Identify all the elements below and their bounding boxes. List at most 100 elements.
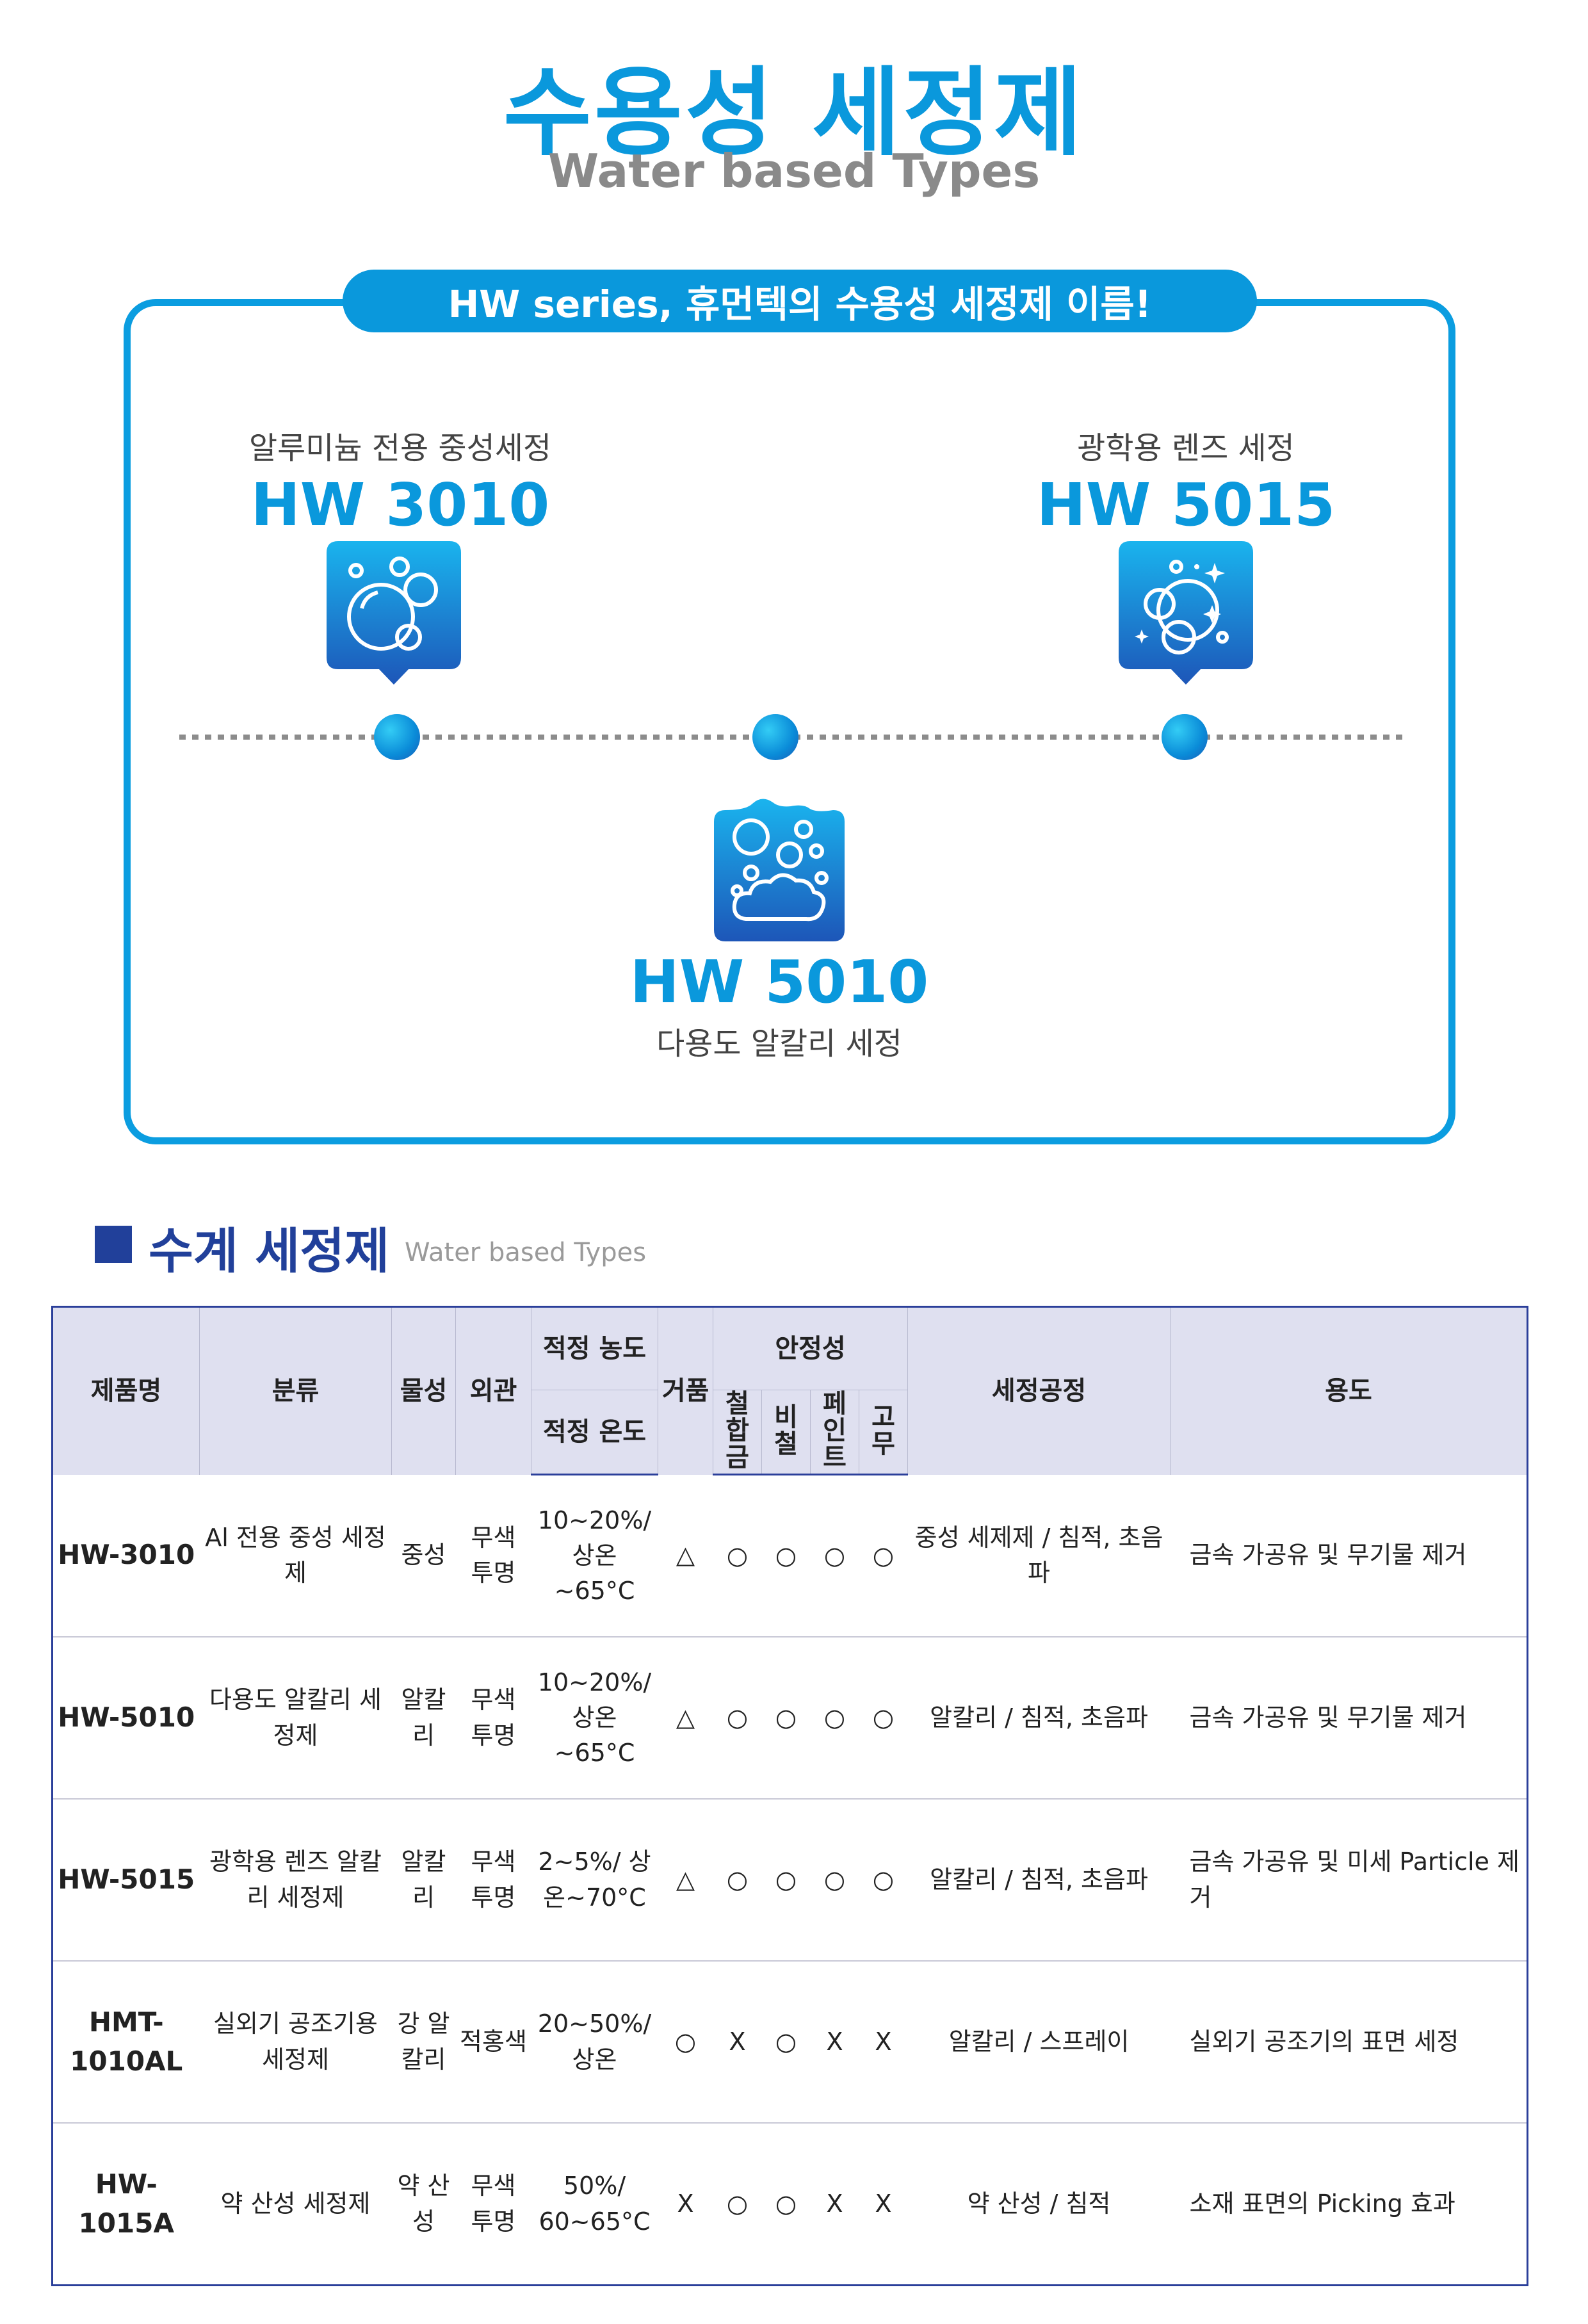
cell-safety-nonferrous: ○ [761,1637,811,1800]
header-safety-ferrous-label: 철합금 [725,1389,749,1472]
cell-safety-paint: ○ [810,1799,859,1962]
header-safety-nonferrous-label: 비철 [774,1402,798,1459]
cell-foam: △ [658,1637,713,1800]
table-header-row: 제품명 분류 물성 외관 적정 농도 거품 안정성 세정공정 용도 [52,1306,1528,1475]
cell-safety-ferrous: X [713,1961,762,2124]
cell-name: HW-3010 [52,1474,200,1637]
cell-usage: 금속 가공유 및 무기물 제거 [1170,1637,1528,1800]
cell-safety-ferrous: ○ [713,1637,762,1800]
header-safety: 안정성 [712,1306,909,1390]
cell-name: HW-5010 [52,1637,200,1800]
header-category: 분류 [199,1306,392,1475]
product-name-hw5010: HW 5010 [629,948,929,1016]
cell-property: 알칼리 [391,1799,456,1962]
page-title: 수용성 세정제 [503,58,1085,169]
timeline-dot [752,714,798,760]
cell-category: 실외기 공조기용 세정제 [199,1961,392,2124]
header-safety-paint-label: 페인트 [823,1389,847,1472]
header-property: 물성 [391,1306,456,1475]
header-usage: 용도 [1170,1306,1528,1475]
cell-safety-paint: ○ [810,1637,859,1800]
table-subheader-row: 적정 온도 철합금 비철 페인트 고무 [53,1390,1528,1475]
table-row: HW-3010 Al 전용 중성 세정제 중성 무색 투명 10~20%/ 상온… [52,1474,1528,1637]
cell-appearance: 무색 투명 [471,2172,516,2236]
cell-foam: ○ [658,1961,713,2124]
cell-property: 강 알칼리 [391,1961,456,2124]
product-desc-hw5015: 광학용 렌즈 세정 [1077,430,1295,466]
cell-category: Al 전용 중성 세정제 [199,1474,392,1637]
header-concentration: 적정 농도 [531,1306,658,1390]
cell-process: 알칼리 / 스프레이 [907,1961,1171,2124]
cell-safety-rubber: ○ [859,1637,908,1800]
cell-property: 약 산성 [397,2172,450,2236]
cell-safety-paint: X [826,2189,843,2218]
header-process: 세정공정 [907,1306,1171,1475]
table-row: HW-1015A 약 산성 세정제 약 산성 무색 투명 50%/ 60~65°… [53,2123,1528,2286]
header-appearance: 외관 [455,1306,531,1475]
cell-process: 약 산성 / 침적 [967,2189,1111,2218]
cell-foam: △ [658,1799,713,1962]
cell-safety-rubber: X [859,1961,908,2124]
spec-table: 제품명 분류 물성 외관 적정 농도 거품 안정성 세정공정 용도 적정 온도 … [51,1306,1529,2286]
cell-property: 알칼리 [391,1637,456,1800]
cell-appearance: 무색 투명 [455,1474,531,1637]
table-row: HW-5015 광학용 렌즈 알칼리 세정제 알칼리 무색 투명 2~5%/ 상… [52,1799,1528,1962]
cell-process: 알칼리 / 침적, 초음파 [907,1799,1171,1962]
header-safety-rubber: 고무 [858,1390,909,1475]
cell-safety-paint: X [810,1961,859,2124]
cell-safety-nonferrous: ○ [761,1961,811,2124]
header-safety-paint: 페인트 [810,1389,859,1475]
header-name: 제품명 [52,1306,200,1475]
section-square-icon [95,1226,132,1263]
cell-safety-rubber: ○ [859,1799,908,1962]
cell-safety-nonferrous: ○ [775,2189,797,2218]
product-desc-hw3010: 알루미늄 전용 중성세정 [248,430,552,466]
page-subtitle: Water based Types [547,144,1041,198]
cell-usage: 실외기 공조기의 표면 세정 [1170,1961,1528,2124]
cell-name: HMT-1010AL [52,1961,200,2124]
cell-appearance: 적홍색 [455,1961,531,2124]
series-pill: HW series, 휴먼텍의 수용성 세정제 이름! [343,270,1257,332]
header-safety-rubber-label: 고무 [871,1402,895,1459]
cell-safety-rubber: ○ [859,1474,908,1637]
product-name-hw5015: HW 5015 [1036,471,1336,539]
cell-category: 약 산성 세정제 [220,2189,371,2218]
cell-foam: X [677,2189,694,2218]
cell-conc-temp: 10~20%/ 상온~65°C [531,1474,658,1637]
cell-category: 다용도 알칼리 세정제 [199,1637,392,1800]
section-title: 수계 세정제 [149,1223,390,1280]
cell-process: 중성 세제제 / 침적, 초음파 [907,1474,1171,1637]
cell-safety-rubber: X [875,2189,892,2218]
cell-process: 알칼리 / 침적, 초음파 [907,1637,1171,1800]
cell-safety-ferrous: ○ [726,2189,749,2218]
table-row: HW-5010 다용도 알칼리 세정제 알칼리 무색 투명 10~20%/ 상온… [52,1637,1528,1800]
sparkle-bubbles-icon [1119,541,1253,685]
cell-name: HW-1015A [78,2168,174,2239]
cell-safety-nonferrous: ○ [761,1474,811,1637]
section-subtitle: Water based Types [405,1238,647,1267]
timeline-dot [374,714,420,760]
cell-appearance: 무색 투명 [455,1637,531,1800]
cell-conc-temp: 50%/ 60~65°C [539,2172,651,2236]
header-foam: 거품 [658,1306,713,1475]
header-safety-nonferrous: 비철 [761,1390,811,1475]
cell-appearance: 무색 투명 [455,1799,531,1962]
cell-conc-temp: 2~5%/ 상온~70°C [531,1799,658,1962]
product-name-hw3010: HW 3010 [250,471,550,539]
timeline-dot [1162,714,1208,760]
cell-property: 중성 [391,1474,456,1637]
foam-bubbles-icon [714,799,845,941]
product-desc-hw5010: 다용도 알칼리 세정 [656,1026,902,1062]
cell-safety-nonferrous: ○ [761,1799,811,1962]
cell-usage: 금속 가공유 및 무기물 제거 [1170,1474,1528,1637]
cell-conc-temp: 20~50%/ 상온 [531,1961,658,2124]
cell-safety-ferrous: ○ [713,1474,762,1637]
cell-safety-paint: ○ [810,1474,859,1637]
cell-conc-temp: 10~20%/ 상온~65°C [531,1637,658,1800]
cell-safety-ferrous: ○ [713,1799,762,1962]
cell-category: 광학용 렌즈 알칼리 세정제 [199,1799,392,1962]
cell-foam: △ [658,1474,713,1637]
cell-usage: 금속 가공유 및 미세 Particle 제거 [1170,1799,1528,1962]
header-safety-ferrous: 철합금 [713,1390,762,1475]
cell-usage: 소재 표면의 Picking 효과 [1189,2189,1455,2218]
